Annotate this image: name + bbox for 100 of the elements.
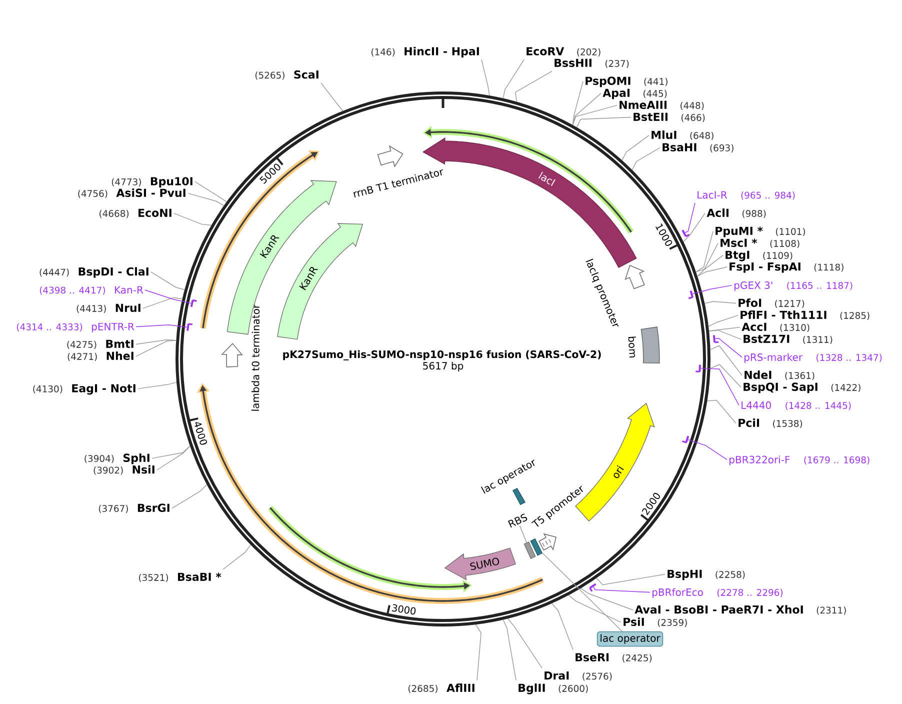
site-label: ApaI — [602, 88, 630, 100]
site-position: (1109) — [763, 252, 792, 260]
site-label: BseRI — [576, 653, 609, 662]
site-label: ScaI — [294, 70, 318, 79]
rbs-box — [524, 541, 536, 559]
leader-line — [475, 624, 482, 681]
primer-mark — [589, 583, 596, 592]
feature-label: bom — [628, 336, 636, 358]
site-label: AsiSI - PvuI — [116, 188, 186, 197]
primer-mark — [696, 364, 701, 372]
site-label: BsaHI — [662, 143, 696, 152]
site-position: (1361) — [785, 372, 814, 380]
site-label: BstEII — [634, 112, 668, 121]
site-position: (1217) — [775, 300, 804, 308]
leader-line — [481, 59, 490, 96]
site-label: PflFI - Tth111I — [740, 310, 826, 319]
site-position: (445) — [644, 90, 667, 98]
site-label: BspHI — [668, 570, 702, 580]
leader-line — [700, 368, 740, 406]
leader-line — [708, 330, 742, 340]
site-position: (3904) — [84, 454, 114, 464]
scale-label: 4000 — [194, 422, 207, 445]
leader-line — [708, 314, 738, 327]
site-label: Bpu10I — [150, 177, 192, 188]
primer-mark — [682, 436, 690, 444]
leader-line — [172, 484, 208, 509]
site-label: EagI - NotI — [72, 384, 136, 395]
site-label: BsaBI * — [178, 572, 222, 581]
site-position: (2359) — [658, 618, 687, 628]
site-label: BspQI - SapI — [744, 382, 818, 394]
site-position: (2425) — [622, 654, 652, 662]
site-position: (693) — [710, 144, 734, 152]
site-position: (1311) — [803, 336, 832, 344]
leader-line — [136, 339, 177, 345]
leader-line — [150, 272, 185, 290]
site-position: (3521) — [139, 574, 168, 582]
leader-line — [222, 544, 251, 570]
site-position: (2685) — [408, 684, 438, 694]
leader-line — [696, 230, 714, 272]
leader-line — [507, 618, 542, 668]
site-label: PpuMI * — [716, 226, 763, 238]
leader-line — [710, 364, 742, 388]
site-position: (648) — [690, 132, 714, 140]
site-position: (4447) — [40, 268, 69, 277]
site-position: (202) — [577, 48, 600, 56]
primer-mark — [186, 323, 192, 331]
site-position: (1101) — [776, 228, 805, 236]
primer-label: Kan-R — [114, 286, 144, 294]
feature-label: RBS — [508, 514, 528, 528]
plasmid-size: 5617 bp — [423, 362, 464, 372]
site-label: PsiI — [624, 617, 644, 626]
site-label: BtgI — [726, 250, 750, 262]
feature-callout: lac operator — [596, 631, 664, 647]
site-label: PciI — [738, 418, 760, 427]
site-label: PspOMI — [586, 76, 630, 88]
operator-box — [530, 538, 543, 556]
leader-line — [568, 594, 622, 623]
site-label: AvaI - BsoBI - PaeR7I - XhoI — [634, 605, 803, 614]
primer-mark — [688, 290, 694, 300]
site-position: (1538) — [773, 420, 802, 428]
leader-line — [622, 134, 650, 161]
primer-range: (2278 .. 2296) — [717, 588, 783, 598]
leader-line — [572, 92, 602, 126]
site-label: EcoNI — [138, 208, 172, 217]
site-label: MluI — [652, 130, 676, 139]
primer-mark — [713, 335, 719, 344]
primer-label: pBR322ori-F — [730, 456, 790, 466]
leader-line — [692, 284, 732, 294]
site-position: (1108) — [770, 240, 800, 248]
leader-line — [156, 446, 190, 470]
leader-line — [542, 552, 623, 632]
leader-line — [502, 619, 516, 681]
site-label: BstZ17I — [744, 334, 790, 343]
primer-label: pRS-marker — [744, 353, 803, 363]
leader-line — [551, 603, 574, 650]
primer-range: (965 .. 984) — [741, 192, 795, 200]
site-label: BmtI — [106, 340, 134, 348]
leader-line — [684, 202, 696, 233]
primer-label: LacI-R — [698, 191, 728, 199]
site-label: NmeAIII — [620, 100, 666, 109]
scale-label: 3000 — [392, 604, 416, 615]
leader-line — [632, 147, 660, 170]
site-label: DraI — [544, 672, 569, 680]
site-position: (466) — [682, 114, 705, 122]
leader-line — [515, 70, 552, 102]
primer-range: (4314 .. 4333) — [16, 323, 82, 332]
site-position: (448) — [680, 102, 704, 110]
primer-label: pBRforEco — [652, 588, 703, 598]
site-position: (4130) — [33, 385, 62, 394]
site-label: BssHII — [554, 58, 592, 67]
site-position: (4668) — [100, 210, 129, 218]
site-label: AclI — [706, 208, 728, 217]
leader-line — [688, 439, 728, 460]
plasmid-title: pK27Sumo_His-SUMO-nsp10-nsp16 fusion (SARS-CoV-2) — [283, 350, 601, 360]
scale-label: 1000 — [656, 223, 672, 246]
leader-line — [704, 301, 736, 304]
leader-line — [572, 104, 618, 126]
leader-line — [715, 338, 742, 358]
site-position: (4413) — [76, 304, 106, 314]
site-position: (4773) — [112, 178, 141, 186]
